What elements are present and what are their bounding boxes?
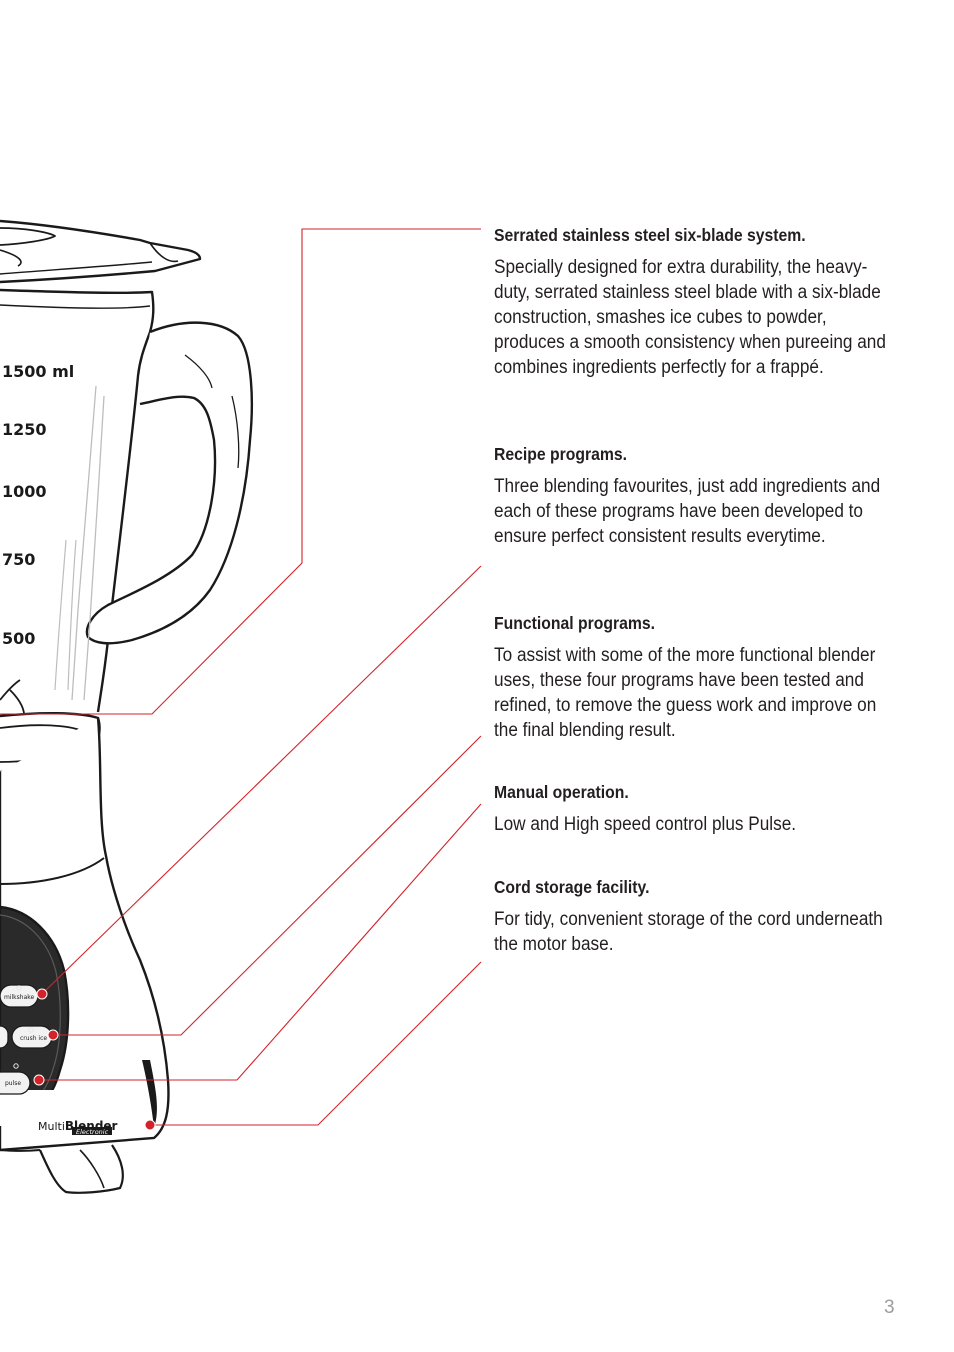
callout-dot-functional [47, 1029, 59, 1041]
volume-mark-1500: 1500 ml [2, 362, 74, 381]
callout-dot-recipe [36, 988, 48, 1000]
feature-functional-programs: Functional programs. To assist with some… [494, 612, 894, 743]
page-number: 3 [884, 1297, 895, 1318]
feature-title: Recipe programs. [494, 444, 628, 464]
feature-cord-storage: Cord storage facility. For tidy, conveni… [494, 876, 894, 957]
feature-title: Functional programs. [494, 613, 656, 633]
feature-description: To assist with some of the more function… [494, 645, 877, 741]
volume-markings: 1500 ml 1250 1000 750 500 [2, 362, 74, 648]
feature-description: For tidy, convenient storage of the cord… [494, 909, 883, 955]
callout-dots [33, 988, 156, 1131]
feature-description: Three blending favourites, just add ingr… [494, 476, 881, 547]
blender-lid [0, 219, 202, 284]
callout-line-blades [0, 228, 481, 715]
volume-mark-1000: 1000 [2, 482, 47, 501]
blender-jug [0, 288, 254, 743]
brand-logo-sub: Electronic [76, 1128, 109, 1136]
milkshake-button-label: milkshake [4, 994, 35, 1001]
volume-mark-1250: 1250 [2, 420, 47, 439]
callout-line-cord [150, 961, 482, 1126]
volume-mark-750: 750 [2, 550, 35, 569]
crush-ice-button-label: crush ice [20, 1035, 47, 1042]
callout-line-recipe [41, 565, 482, 995]
feature-manual-operation: Manual operation. Low and High speed con… [494, 781, 894, 837]
callout-line-functional [53, 735, 482, 1036]
feature-title: Cord storage facility. [494, 877, 650, 897]
callout-line-manual [39, 803, 482, 1081]
volume-mark-500: 500 [2, 629, 35, 648]
feature-description: Low and High speed control plus Pulse. [494, 814, 797, 835]
callout-dot-manual [33, 1074, 45, 1086]
feature-blade-system: Serrated stainless steel six-blade syste… [494, 224, 894, 380]
feature-title: Serrated stainless steel six-blade syste… [494, 225, 806, 245]
pulse-button-label: pulse [5, 1080, 21, 1087]
feature-title: Manual operation. [494, 782, 629, 802]
callout-lines [0, 228, 482, 1126]
motor-base [0, 717, 170, 1194]
feature-recipe-programs: Recipe programs. Three blending favourit… [494, 443, 894, 549]
callout-dot-cord [144, 1119, 156, 1131]
feature-description: Specially designed for extra durability,… [494, 257, 886, 378]
